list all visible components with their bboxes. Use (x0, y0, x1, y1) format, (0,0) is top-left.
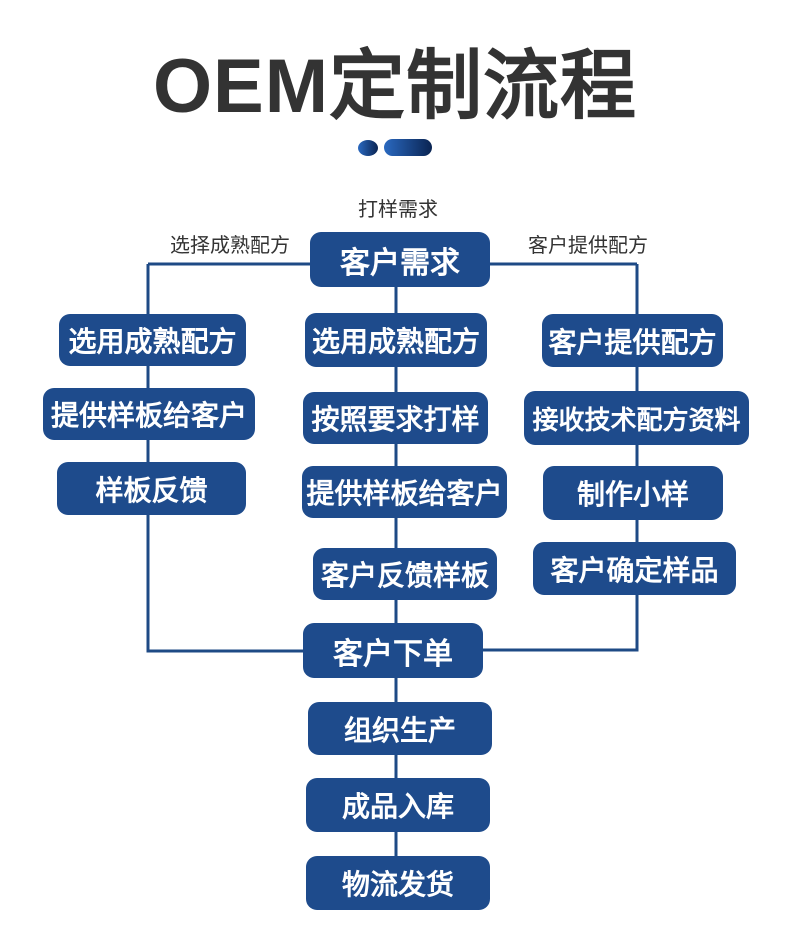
flow-node-right-customer-confirms-sample: 客户确定样品 (533, 542, 736, 595)
branch-label-customer-provides-formula: 客户提供配方 (528, 235, 648, 257)
divider-bar-icon (384, 139, 432, 156)
flow-node-organize-production: 组织生产 (308, 702, 492, 755)
flow-node-left-sample-feedback: 样板反馈 (57, 462, 246, 515)
flow-node-logistics-shipping: 物流发货 (306, 856, 490, 910)
title-divider (0, 139, 790, 156)
flow-node-customer-demand: 客户需求 (310, 232, 490, 287)
page-title: OEM定制流程 (152, 44, 638, 129)
flow-node-finished-goods-warehousing: 成品入库 (306, 778, 490, 832)
divider-dot-icon (358, 139, 378, 156)
branch-label-choose-mature-formula: 选择成熟配方 (170, 235, 290, 257)
flow-node-center-customer-sample-feedback: 客户反馈样板 (313, 548, 497, 600)
flow-node-right-customer-provides-formula: 客户提供配方 (542, 314, 723, 367)
flow-node-left-provide-sample-to-customer: 提供样板给客户 (43, 388, 255, 440)
flow-node-right-make-small-sample: 制作小样 (543, 466, 723, 520)
flow-node-customer-places-order: 客户下单 (303, 623, 483, 678)
flow-node-left-choose-mature-formula: 选用成熟配方 (59, 314, 246, 366)
flow-node-center-provide-sample-to-customer: 提供样板给客户 (302, 466, 507, 518)
branch-label-sampling-demand: 打样需求 (358, 199, 438, 221)
flow-node-center-choose-mature-formula: 选用成熟配方 (305, 313, 487, 367)
flow-node-right-receive-technical-formula-data: 接收技术配方资料 (524, 391, 749, 445)
flow-node-center-sample-per-requirements: 按照要求打样 (303, 392, 488, 444)
